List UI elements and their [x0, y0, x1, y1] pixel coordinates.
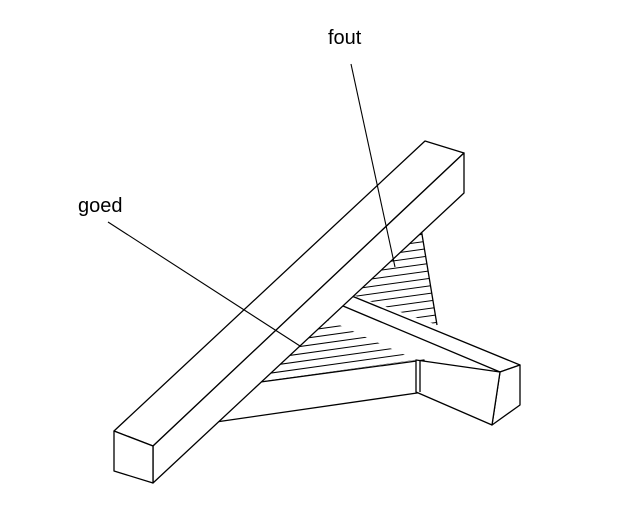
hatch-line-left [216, 340, 416, 388]
label-goed: goed [78, 195, 123, 217]
hatch-line-left [216, 325, 416, 376]
hatch-line-left [216, 308, 416, 353]
label-fout: fout [328, 27, 362, 49]
lower-beam [304, 284, 521, 426]
leader-line-fout [350, 63, 396, 268]
leader-line-goed [107, 221, 301, 347]
main-beam [113, 140, 465, 484]
hatch-line-left [216, 310, 416, 361]
hatch-line-left [216, 318, 416, 368]
hatch-line-left [216, 333, 416, 383]
